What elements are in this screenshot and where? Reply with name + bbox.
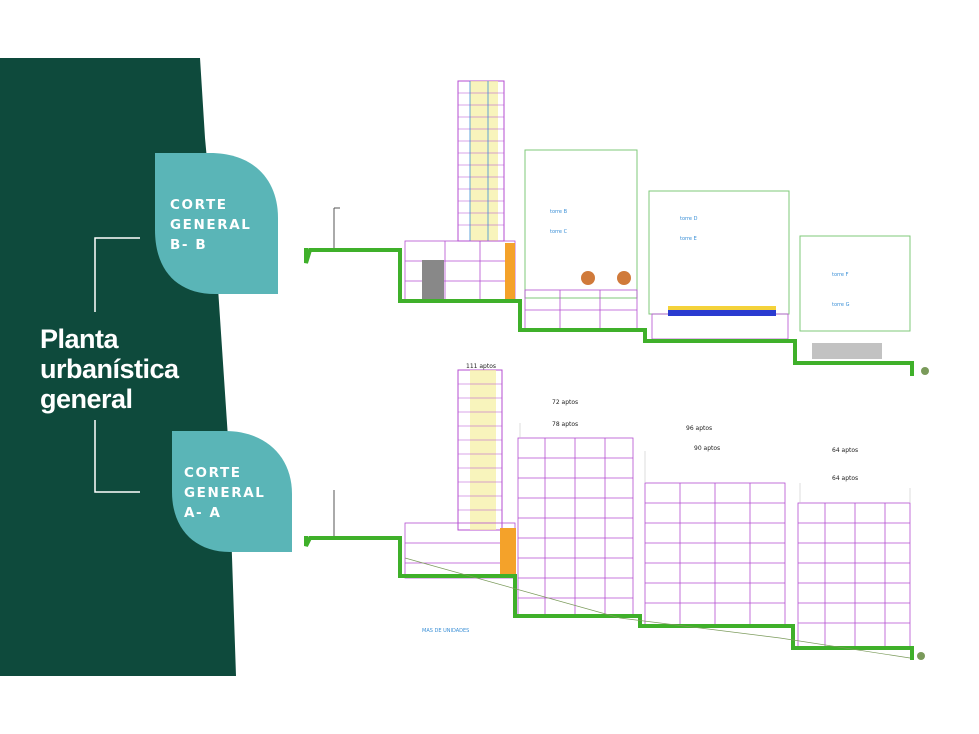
- units-label-e: 90 aptos: [694, 445, 720, 452]
- svg-text:torre C: torre C: [550, 229, 568, 235]
- units-label-g: 64 aptos: [832, 475, 858, 482]
- svg-text:torre B: torre B: [550, 209, 568, 215]
- slide: Planta urbanística general CORTE GENERAL…: [0, 58, 979, 676]
- section-bb-drawing: torre B torre C torre D torre E torre F …: [304, 80, 929, 376]
- svg-text:torre F: torre F: [832, 272, 849, 278]
- dark-green-panel: [0, 58, 292, 676]
- units-label-f: 64 aptos: [832, 447, 858, 454]
- units-label-c: 78 aptos: [552, 421, 578, 428]
- svg-text:torre E: torre E: [680, 236, 697, 242]
- section-aa-drawing: 111 aptos 72 aptos 78 aptos 96 aptos 90 …: [304, 363, 925, 660]
- section-aa-footer-label: MAS DE UNIDADES: [422, 628, 469, 634]
- badge-shape-bb: [155, 153, 278, 294]
- svg-text:torre G: torre G: [832, 302, 850, 308]
- badge-corte-aa: CORTE GENERAL A- A: [184, 465, 266, 521]
- badge-corte-bb: CORTE GENERAL B- B: [170, 197, 252, 253]
- svg-text:torre D: torre D: [680, 216, 698, 222]
- units-label-b: 72 aptos: [552, 399, 578, 406]
- units-label-tower-a: 111 aptos: [466, 363, 496, 370]
- badge-shape-aa: [172, 431, 292, 552]
- page-title: Planta urbanística general: [40, 324, 179, 414]
- units-label-d: 96 aptos: [686, 425, 712, 432]
